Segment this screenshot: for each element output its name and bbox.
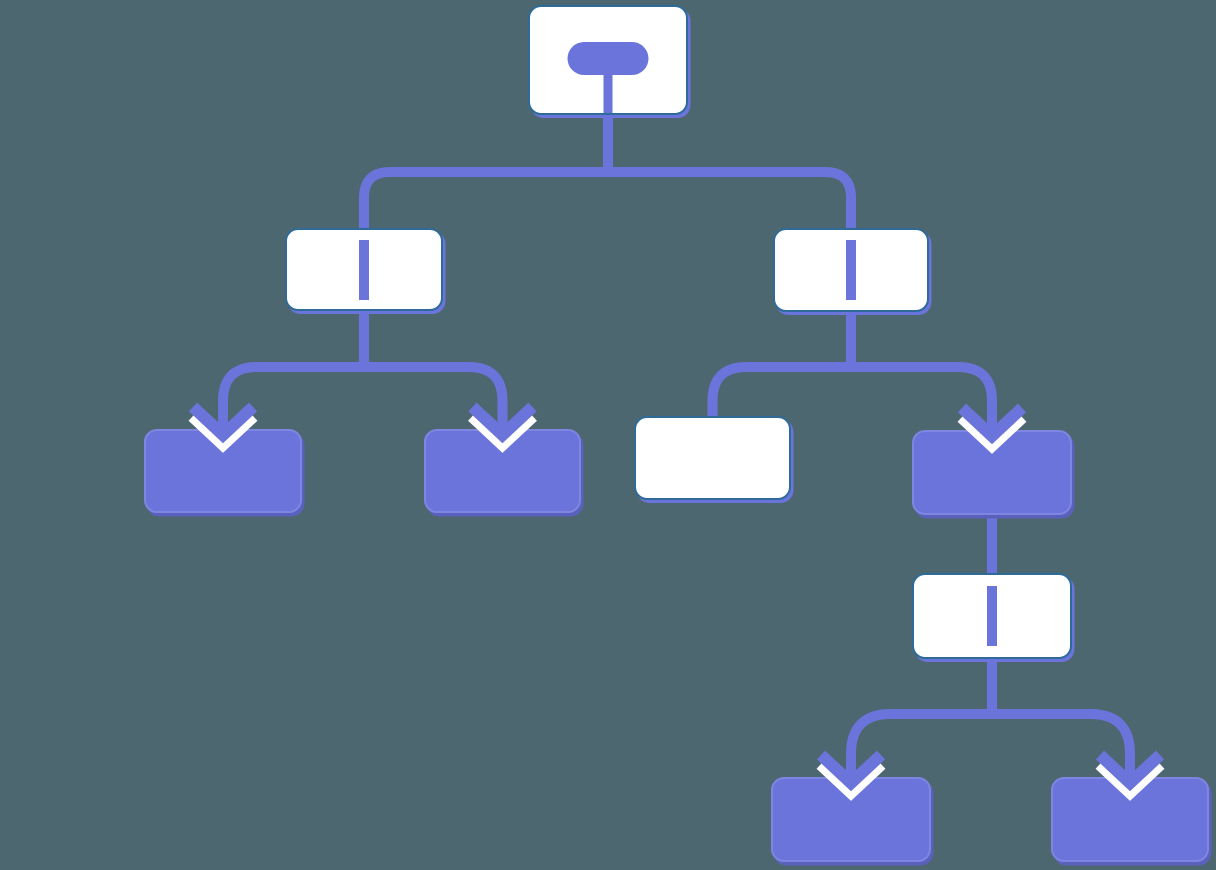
node-branch-left[interactable] xyxy=(285,228,443,311)
node-child-chevron[interactable] xyxy=(912,430,1072,515)
divider-bar xyxy=(987,586,997,646)
divider-bar xyxy=(846,240,856,300)
node-leaf-2[interactable] xyxy=(424,429,581,513)
node-branch-bottom[interactable] xyxy=(912,573,1072,659)
connector-edge xyxy=(359,115,856,232)
connector-edge xyxy=(218,311,508,431)
node-leaf-1[interactable] xyxy=(144,429,302,513)
divider-bar xyxy=(359,239,369,300)
connector-edge xyxy=(846,659,1135,779)
title-pill xyxy=(567,42,649,75)
connector-edge xyxy=(707,312,997,432)
node-leaf-4[interactable] xyxy=(1051,777,1209,862)
node-root[interactable] xyxy=(528,5,688,115)
pill-stem xyxy=(603,71,613,113)
node-branch-right[interactable] xyxy=(773,228,929,312)
node-leaf-3[interactable] xyxy=(771,777,931,862)
node-child-plain[interactable] xyxy=(634,416,791,500)
